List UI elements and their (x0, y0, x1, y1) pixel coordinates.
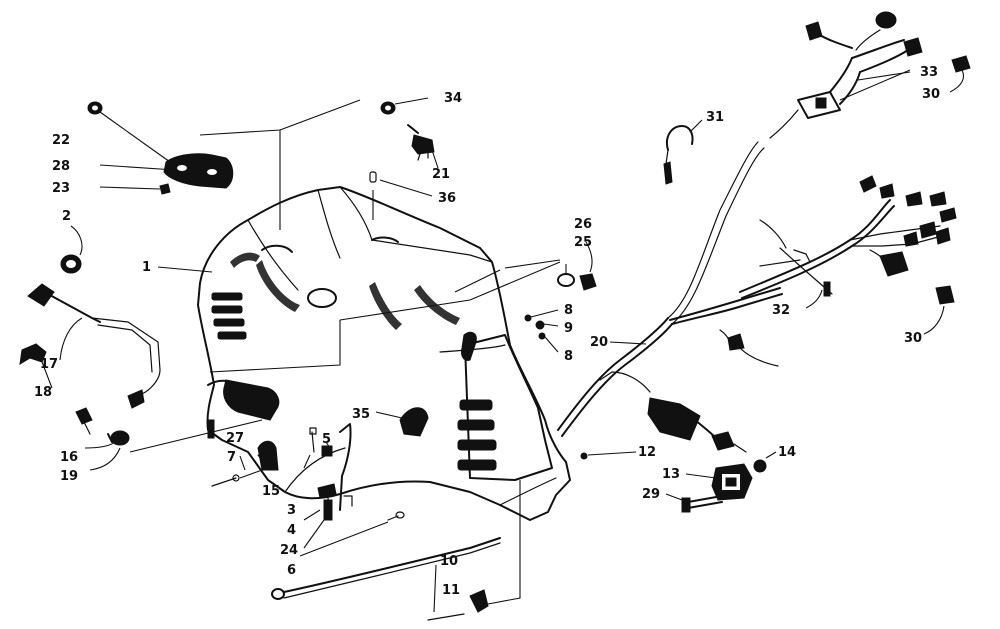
callout-36: 36 (438, 191, 456, 206)
toggle-switch (380, 97, 439, 169)
callout-35: 35 (352, 407, 370, 422)
grommet-left (60, 225, 83, 274)
callout-23: 23 (52, 181, 70, 196)
clamp-assembly (303, 423, 353, 549)
top-mounting-bracket (163, 99, 361, 230)
callout-15: 15 (262, 484, 280, 499)
callout-6: 6 (287, 563, 296, 578)
callout-10: 10 (440, 554, 458, 569)
callout-29: 29 (642, 487, 660, 502)
callout-30-top: 30 (922, 87, 940, 102)
callout-2: 2 (62, 209, 71, 224)
screw-bottom (299, 511, 405, 557)
fasteners-8-9 (524, 309, 559, 353)
callout-4: 4 (287, 523, 296, 538)
callout-5: 5 (322, 432, 331, 447)
callout-28: 28 (52, 159, 70, 174)
pin-7 (211, 455, 246, 487)
callout-32: 32 (772, 303, 790, 318)
bolt-29 (665, 493, 723, 513)
grommet (87, 101, 171, 163)
callout-19: 19 (60, 469, 78, 484)
callout-30-lower: 30 (904, 331, 922, 346)
console-housing (197, 186, 571, 521)
bracket-35 (375, 407, 429, 437)
callout-33: 33 (920, 65, 938, 80)
leader-28 (99, 164, 176, 171)
callout-11: 11 (442, 583, 460, 598)
screw (369, 171, 433, 220)
ignition-switch (75, 407, 263, 471)
callout-7: 7 (227, 450, 236, 465)
callout-21: 21 (432, 167, 450, 182)
callout-labels: 1 2 3 4 5 6 7 8 8 9 10 11 12 13 14 15 16… (34, 65, 940, 598)
nut-26 (579, 239, 597, 291)
callout-9: 9 (564, 321, 573, 336)
callout-1: 1 (142, 260, 151, 275)
callout-24: 24 (280, 543, 298, 558)
pin-10 (427, 564, 465, 621)
fastener-11 (469, 480, 521, 613)
regulator-13 (685, 451, 777, 501)
wiring-harness (157, 11, 971, 453)
callout-8-upper: 8 (564, 303, 573, 318)
cable-assembly (27, 283, 161, 409)
callout-26: 26 (574, 217, 592, 232)
callout-8-lower: 8 (564, 349, 573, 364)
callout-12: 12 (638, 445, 656, 460)
callout-3: 3 (287, 503, 296, 518)
callout-18: 18 (34, 385, 52, 400)
nut (99, 183, 171, 195)
callout-16: 16 (60, 450, 78, 465)
callout-22: 22 (52, 133, 70, 148)
callout-27: 27 (226, 431, 244, 446)
callout-34: 34 (444, 91, 462, 106)
callout-25: 25 (574, 235, 592, 250)
washer-25 (504, 259, 575, 287)
callout-31: 31 (706, 110, 724, 125)
callout-20: 20 (590, 335, 608, 350)
callout-14: 14 (778, 445, 796, 460)
callout-17: 17 (40, 357, 58, 372)
nut-12 (580, 451, 637, 460)
ground-wire (271, 537, 501, 600)
retainer-15 (239, 440, 279, 479)
callout-13: 13 (662, 467, 680, 482)
clip (19, 343, 53, 389)
